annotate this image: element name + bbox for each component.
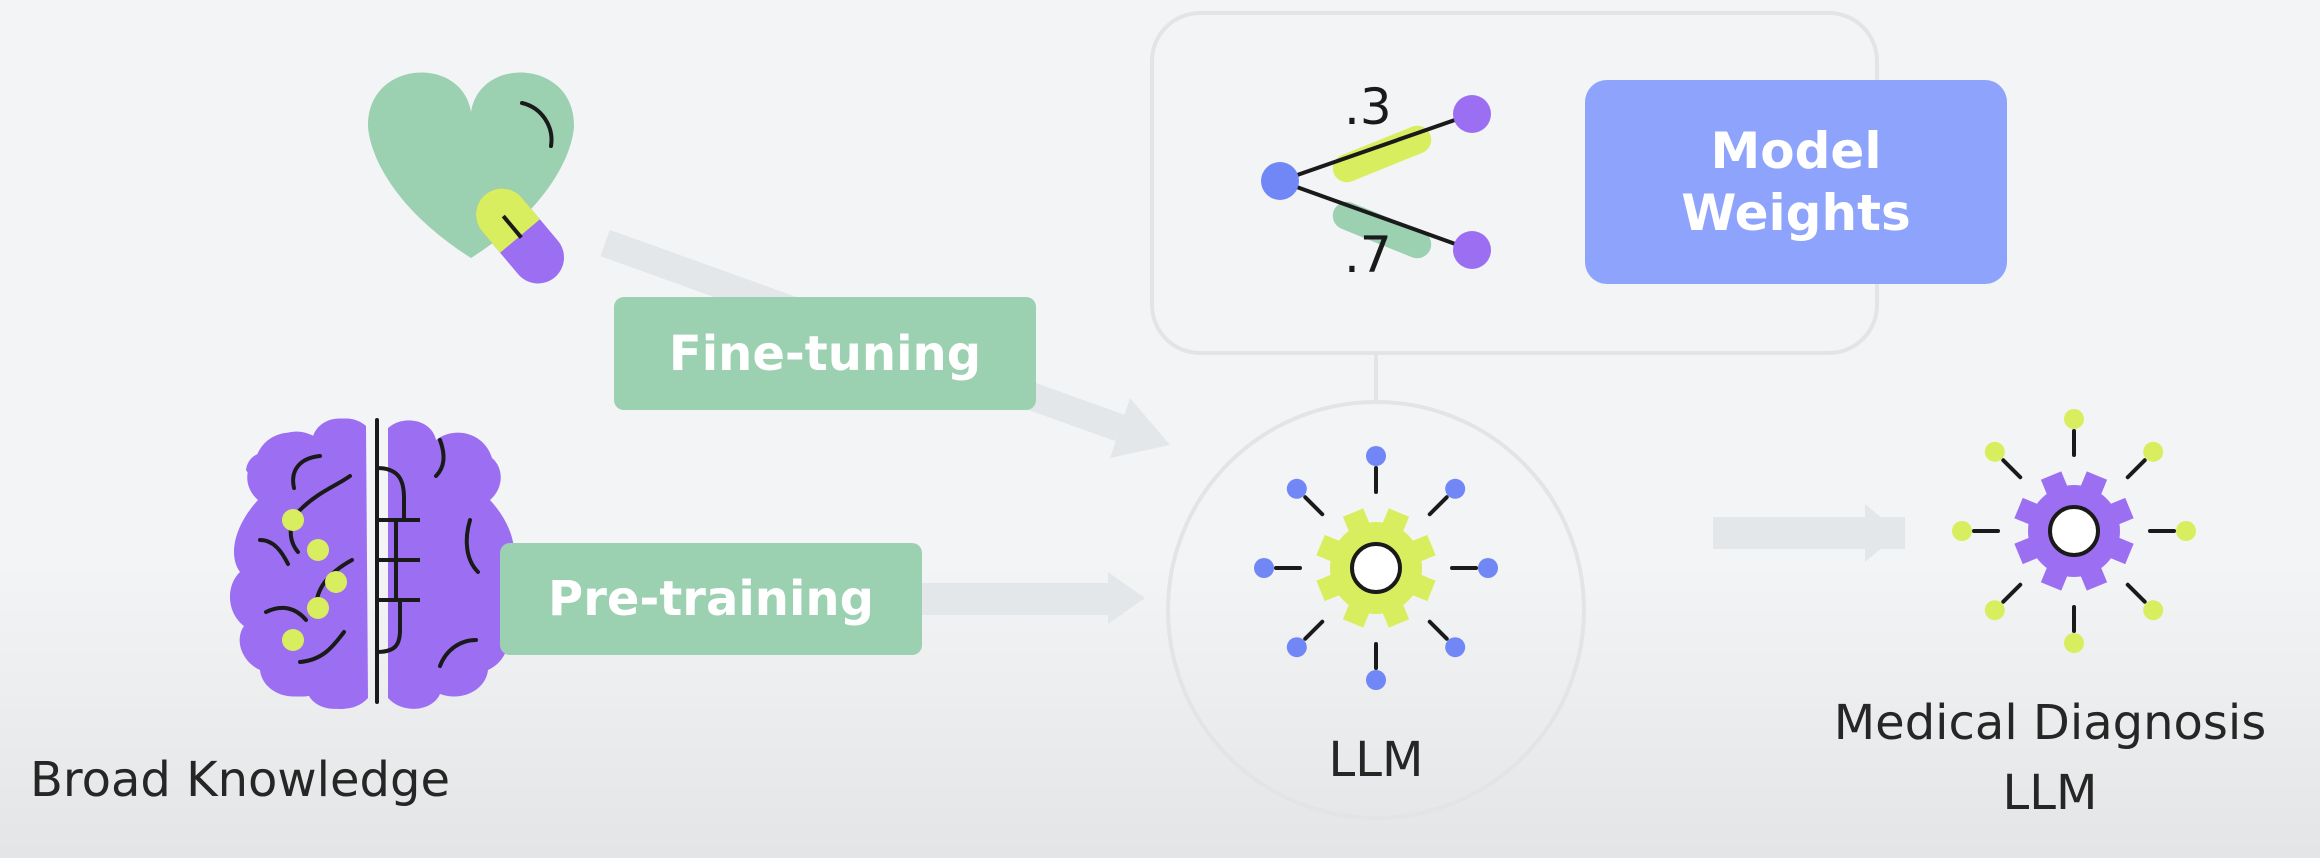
weight-top-label: .3	[1344, 78, 1392, 136]
medical-caption-line2: LLM	[2002, 765, 2098, 821]
broad-knowledge-caption: Broad Knowledge	[30, 752, 450, 808]
medical-caption-line1: Medical Diagnosis	[1833, 695, 2267, 751]
brain-icon	[229, 418, 519, 709]
weight-bottom-label: .7	[1344, 226, 1392, 284]
model-weights-line1: Model	[1710, 122, 1882, 180]
gear-network-icon	[1952, 409, 2196, 653]
llm-circle	[1166, 400, 1586, 820]
llm-caption: LLM	[1328, 732, 1424, 788]
fine-tuning-pill: Fine-tuning	[614, 297, 1036, 410]
gear-network-icon	[1254, 446, 1498, 690]
output-node-top	[1453, 95, 1491, 133]
model-weights-box: Model Weights	[1585, 80, 2007, 284]
pre-training-pill: Pre-training	[500, 543, 922, 655]
model-weights-line2: Weights	[1681, 184, 1911, 242]
output-node-bottom	[1453, 231, 1491, 269]
output-arrow	[1713, 504, 1905, 562]
input-node	[1261, 162, 1299, 200]
heart-with-pill-icon	[368, 72, 574, 284]
medical-diagnosis-caption: Medical Diagnosis LLM	[1820, 688, 2280, 828]
network-weights-icon	[1261, 95, 1491, 269]
